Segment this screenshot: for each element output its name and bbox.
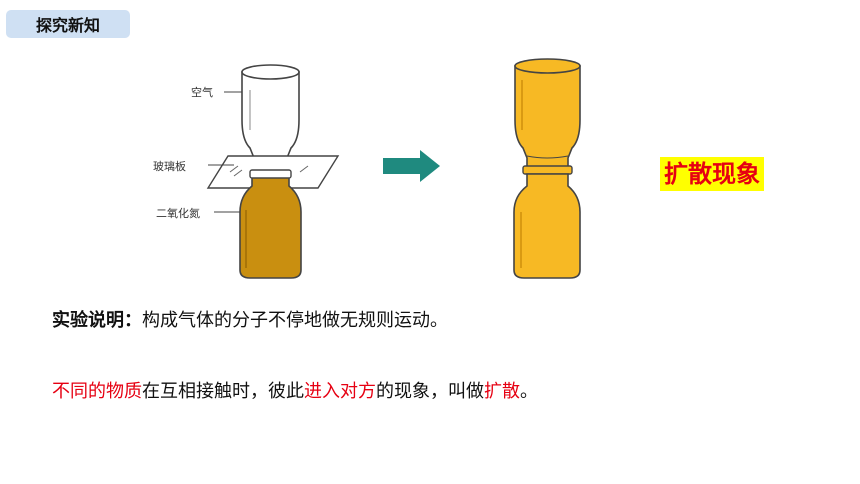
diffusion-badge: 扩散现象 bbox=[660, 157, 764, 191]
definition-part2: 在互相接触时，彼此 bbox=[142, 381, 304, 402]
explanation-line: 实验说明：构成气体的分子不停地做无规则运动。 bbox=[52, 306, 448, 332]
definition-part3: 进入对方 bbox=[304, 381, 376, 402]
definition-part5: 扩散 bbox=[484, 381, 520, 402]
definition-part1: 不同的物质 bbox=[52, 381, 142, 402]
definition-line: 不同的物质在互相接触时，彼此进入对方的现象，叫做扩散。 bbox=[52, 377, 538, 403]
no2-bottle bbox=[239, 169, 302, 279]
section-title: 探究新知 bbox=[6, 10, 130, 38]
glass-plate-label: 玻璃板 bbox=[153, 160, 186, 173]
definition-part6: 。 bbox=[520, 381, 538, 402]
explanation-text: 构成气体的分子不停地做无规则运动。 bbox=[142, 310, 448, 331]
definition-part4: 的现象，叫做 bbox=[376, 381, 484, 402]
air-label: 空气 bbox=[191, 86, 213, 99]
mixed-bottles bbox=[513, 58, 581, 279]
explanation-label: 实验说明： bbox=[52, 310, 142, 331]
no2-label: 二氧化氮 bbox=[156, 207, 200, 220]
right-arrow-icon bbox=[383, 150, 440, 182]
diffusion-diagram bbox=[206, 58, 581, 279]
